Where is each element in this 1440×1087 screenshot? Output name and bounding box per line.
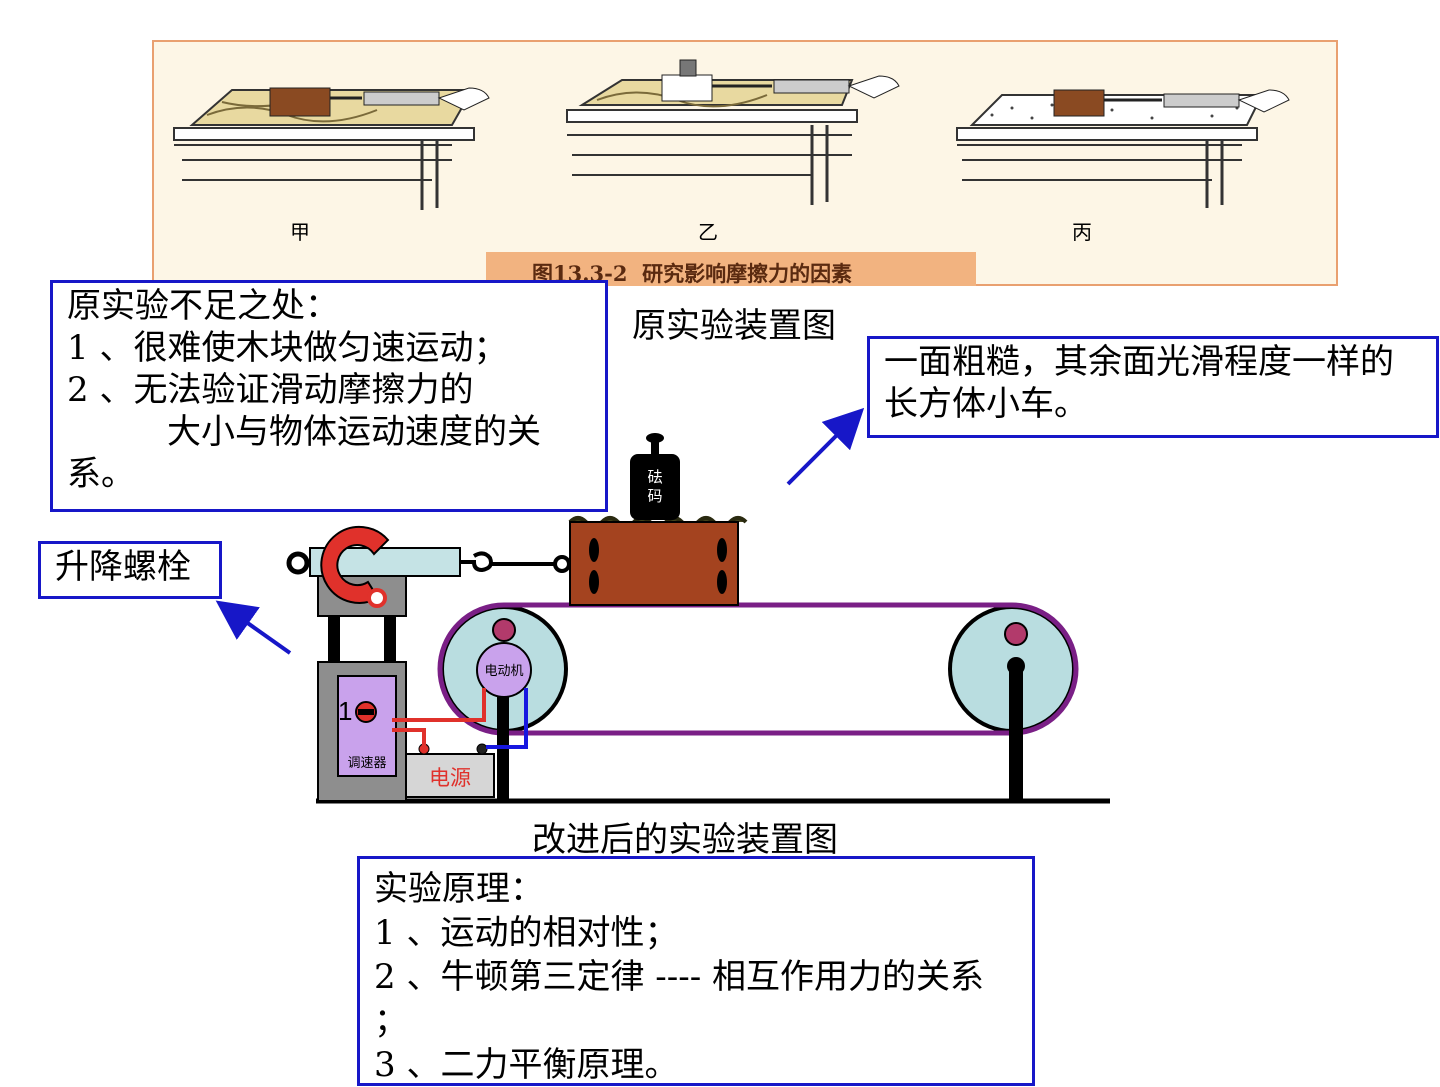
arrow-to-bolt-label (215, 600, 292, 655)
principle-line: 2 、牛顿第三定律 ---- 相互作用力的关系 (374, 957, 985, 997)
textbook-figure-art (150, 38, 1340, 288)
power-supply-label: 电源 (429, 766, 471, 790)
weight-label-char: 码 (647, 487, 663, 505)
car-wheel (589, 538, 599, 562)
original-apparatus-caption: 原实验装置图 (632, 306, 836, 346)
bolt-label: 升降螺栓 (55, 547, 191, 587)
spring-scale-body (309, 547, 461, 577)
drive-wheel-axle (492, 618, 516, 642)
motor-label: 电动机 (484, 664, 524, 679)
scale-hook (472, 551, 493, 573)
scale-ring-left (286, 551, 310, 575)
arrow-to-car-note (786, 407, 865, 486)
conveyor-belt (437, 602, 1079, 736)
stand-leg (384, 616, 396, 664)
power-terminal-positive (418, 743, 430, 755)
shortcomings-title: 原实验不足之处： (67, 286, 339, 326)
shortcomings-box: 原实验不足之处： 1 、很难使木块做匀速运动； 2 、无法验证滑动摩擦力的 大小… (50, 280, 608, 512)
principles-box: 实验原理： 1 、运动的相对性； 2 、牛顿第三定律 ---- 相互作用力的关系… (357, 856, 1035, 1086)
lifting-bolt-knob (367, 588, 387, 608)
improved-apparatus-caption: 改进后的实验装置图 (532, 820, 838, 860)
principle-line: 1 、运动的相对性； (374, 913, 679, 953)
rough-surface (568, 516, 748, 528)
red-wire (392, 728, 426, 745)
bolt-label-box: 升降螺栓 (38, 541, 222, 599)
shortcoming-line: 系。 (67, 454, 135, 494)
stand-base-cabinet (317, 661, 407, 802)
panel-bing (956, 89, 1290, 208)
power-terminal-negative (476, 743, 488, 755)
idler-wheel-post (1009, 663, 1023, 801)
shortcoming-line: 2 、无法验证滑动摩擦力的 (67, 370, 474, 410)
car-note-box: 一面粗糙，其余面光滑程度一样的 长方体小车。 (867, 336, 1439, 438)
principles-title: 实验原理： (374, 869, 544, 909)
weight-label-char: 砝 (647, 468, 663, 486)
rectangular-car (569, 521, 739, 606)
speed-knob (355, 701, 377, 723)
speed-controller-label: 调速器 (347, 756, 387, 771)
panel-label-yi: 乙 (698, 220, 718, 244)
car-wheel (589, 570, 599, 594)
car-wheel (717, 538, 727, 562)
idler-wheel (948, 605, 1076, 733)
panel-label-jia: 甲 (290, 220, 310, 244)
drive-wheel-post (497, 669, 509, 801)
panel-yi (566, 59, 900, 205)
car-note-line: 一面粗糙，其余面光滑程度一样的 (884, 342, 1394, 382)
weight-label: 砝 码 (630, 468, 680, 506)
panel-jia (173, 87, 490, 210)
textbook-figure: 甲 乙 丙 图13.3-2 研究影响摩擦力的因素 (150, 38, 1340, 288)
car-note-line: 长方体小车。 (884, 384, 1088, 424)
panel-label-bing: 丙 (1072, 220, 1092, 244)
lifting-bolt-clamp (320, 525, 390, 604)
stand-top-block (317, 573, 407, 617)
principle-line: ； (374, 1001, 408, 1041)
speed-knob-label: 1 (338, 696, 353, 726)
car-wheel (717, 570, 727, 594)
stand-leg (328, 616, 340, 664)
shortcoming-line: 大小与物体运动速度的关 (167, 412, 541, 452)
shortcoming-line: 1 、很难使木块做匀速运动； (67, 328, 508, 368)
red-wire (392, 688, 486, 722)
principle-line: 3 、二力平衡原理。 (374, 1045, 679, 1085)
idler-wheel-axle (1004, 622, 1028, 646)
blue-wire (486, 688, 528, 749)
textbook-figure-caption: 图13.3-2 研究影响摩擦力的因素 (532, 261, 853, 286)
